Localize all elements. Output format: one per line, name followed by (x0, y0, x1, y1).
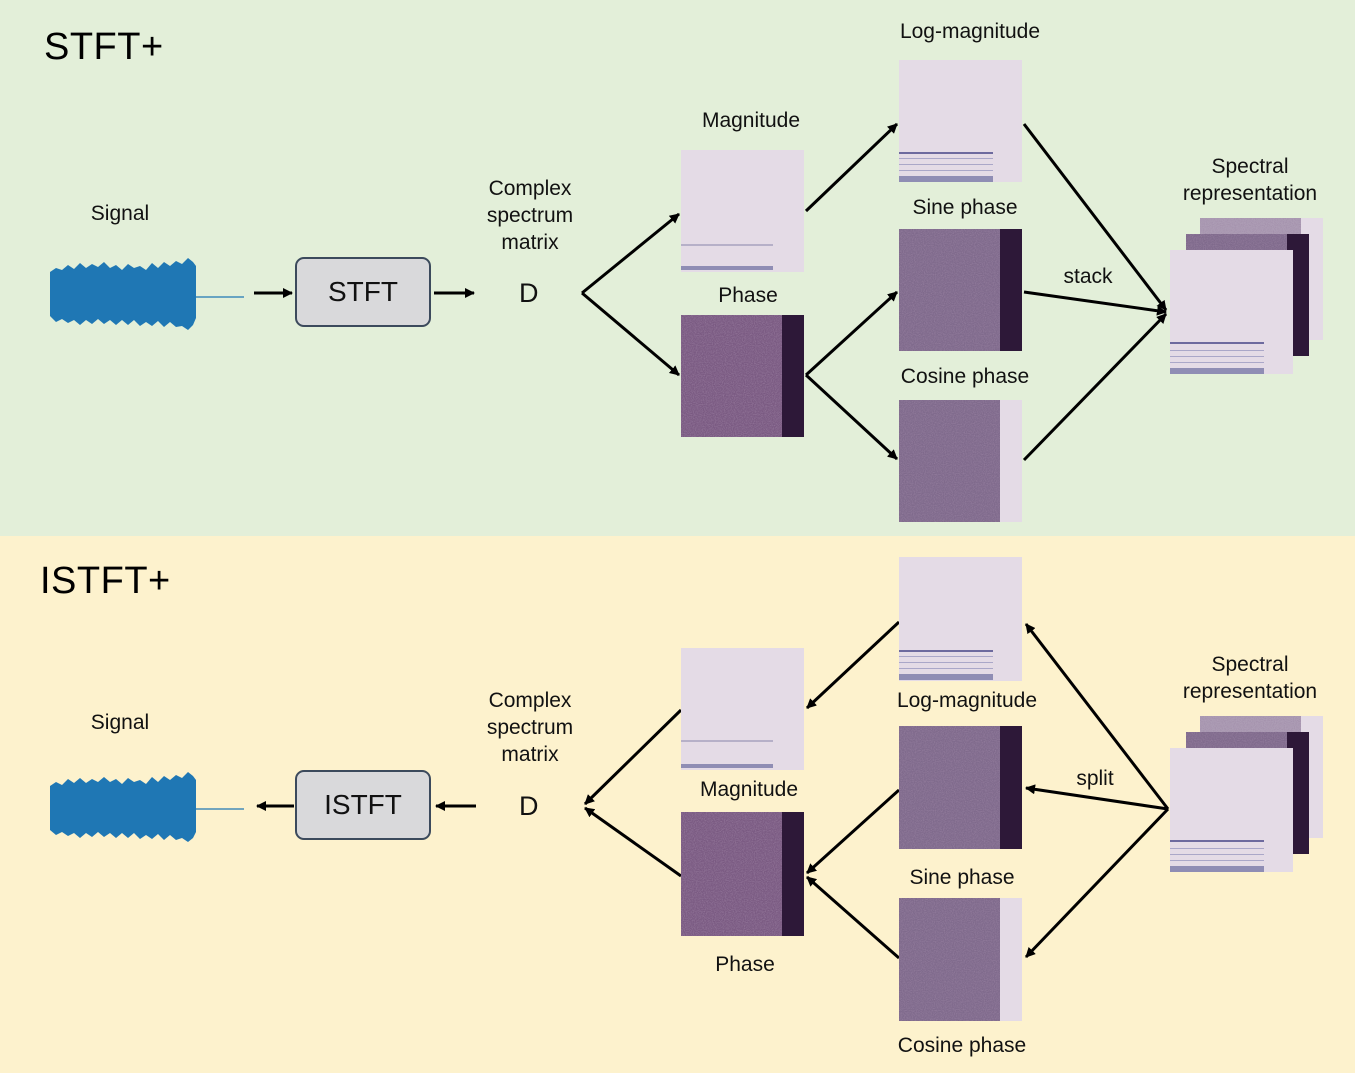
sine-phase-map (899, 229, 1022, 351)
cosine-phase-map (899, 898, 1022, 1021)
arrow (804, 290, 899, 377)
d-label: D (519, 791, 539, 821)
spectral-representation-label: Spectral representation (1170, 153, 1330, 207)
phase-map (681, 812, 804, 936)
magnitude-map (681, 150, 804, 272)
spectral-representation-stack (1170, 716, 1323, 872)
arrow (804, 373, 899, 461)
arrow (584, 806, 682, 878)
complex-spectrum-label: Complex spectrum matrix (470, 175, 590, 256)
d-label: D (519, 278, 539, 308)
arrow (805, 620, 901, 710)
arrow (805, 788, 901, 875)
arrow (581, 212, 680, 295)
panel-title: ISTFT+ (40, 560, 171, 602)
spectral-label-line: Spectral (1211, 155, 1289, 178)
log-magnitude-label: Log-magnitude (899, 20, 1041, 43)
panel-title: STFT+ (44, 26, 164, 68)
complex-label-line: Complex (488, 689, 572, 712)
spectral-representation-label: Spectral representation (1170, 651, 1330, 705)
magnitude-label: Magnitude (701, 109, 801, 132)
magnitude-label: Magnitude (699, 778, 799, 801)
arrow (804, 122, 899, 213)
phase-map (681, 315, 804, 437)
complex-label-line: spectrum (486, 716, 574, 739)
signal-waveform (50, 258, 244, 330)
arrow (583, 708, 683, 806)
stft-diagram-graphics (50, 60, 1323, 522)
log-magnitude-label: Log-magnitude (896, 689, 1038, 712)
complex-label-line: matrix (501, 743, 559, 766)
spectral-label-line: Spectral (1211, 653, 1289, 676)
stft-panel: STFT+ Signal (0, 0, 1355, 536)
stack-label: stack (1063, 265, 1113, 288)
log-magnitude-map (899, 557, 1022, 681)
phase-label: Phase (718, 284, 778, 307)
complex-label-line: matrix (501, 231, 559, 254)
arrow (581, 291, 680, 377)
istft-diagram-graphics (50, 557, 1323, 1021)
complex-spectrum-label: Complex spectrum matrix (470, 687, 590, 768)
signal-label: Signal (90, 711, 150, 734)
arrow (1024, 623, 1170, 810)
spectral-label-line: representation (1182, 680, 1318, 703)
split-label: split (1076, 767, 1114, 790)
log-magnitude-map (899, 60, 1022, 182)
magnitude-map (681, 648, 804, 770)
arrow (1023, 290, 1167, 316)
arrow (1024, 807, 1170, 959)
phase-label: Phase (715, 953, 775, 976)
cosine-phase-label: Cosine phase (897, 1034, 1027, 1057)
complex-label-line: spectrum (486, 204, 574, 227)
signal-waveform (50, 772, 244, 842)
cosine-phase-label: Cosine phase (900, 365, 1030, 388)
stft-block: STFT (295, 257, 431, 327)
arrow (1025, 784, 1169, 811)
spectral-label-line: representation (1182, 182, 1318, 205)
sine-phase-label: Sine phase (909, 866, 1015, 889)
arrow (806, 875, 900, 960)
sine-phase-map (899, 726, 1022, 849)
istft-block: ISTFT (295, 770, 431, 840)
signal-label: Signal (90, 202, 150, 225)
istft-panel: ISTFT+ Signal (0, 536, 1355, 1073)
spectral-representation-stack (1170, 218, 1323, 374)
arrow (1022, 312, 1168, 462)
arrow (1022, 123, 1168, 311)
cosine-phase-map (899, 400, 1022, 522)
complex-label-line: Complex (488, 177, 572, 200)
sine-phase-label: Sine phase (912, 196, 1018, 219)
